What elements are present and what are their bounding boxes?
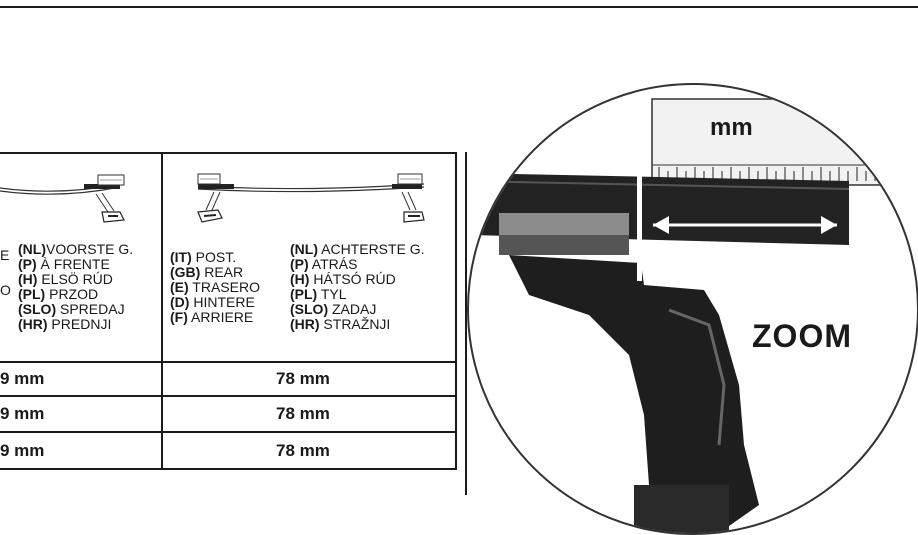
language-code: (E): [170, 279, 189, 295]
language-code: (HR): [18, 316, 48, 332]
language-code: (NL): [18, 241, 46, 257]
label-text: POST.: [191, 249, 237, 265]
rear-bar-diagram: [197, 173, 425, 223]
label-text: ATRÁS: [308, 256, 358, 272]
label-line: (H) ELSÖ RÚD: [18, 272, 133, 287]
table-row-divider: [0, 431, 457, 433]
front-edge-letter: E: [0, 247, 10, 263]
label-line: (HR) STRAŽNJI: [290, 317, 425, 332]
label-line: (P) ATRÁS: [290, 257, 425, 272]
language-code: (PL): [290, 286, 318, 302]
zoom-detail-illustration: [469, 98, 883, 533]
rear-distance-value: 78 mm: [276, 441, 330, 460]
label-text: ACHTERSTE G.: [318, 241, 425, 257]
front-bar-diagram: [0, 174, 125, 223]
rear-distance-value: 78 mm: [276, 369, 330, 388]
label-text: HINTERE: [189, 294, 255, 310]
language-code: (P): [290, 256, 309, 272]
label-text: ARRIERE: [187, 309, 254, 325]
label-text: PREDNJI: [47, 316, 112, 332]
label-line: (E) TRASERO: [170, 280, 260, 295]
front-distance-value: 9 mm: [0, 369, 45, 388]
language-code: (PL): [18, 286, 46, 302]
rear-distance-value: 78 mm: [276, 404, 330, 423]
language-code: (P): [18, 256, 37, 272]
label-line: (SLO) SPREDAJ: [18, 302, 133, 317]
table-outer-frame: [465, 152, 467, 495]
language-code: (H): [290, 271, 310, 287]
label-text: TRASERO: [188, 279, 260, 295]
zoom-label: ZOOM: [752, 318, 852, 354]
label-text: STRAŽNJI: [319, 316, 391, 332]
language-code: (SLO): [18, 301, 57, 317]
language-code: (F): [170, 309, 188, 325]
label-text: VOORSTE G.: [46, 241, 134, 257]
table-column-divider: [161, 152, 163, 470]
label-line: (PL) TYL: [290, 287, 425, 302]
language-code: (GB): [170, 264, 201, 280]
label-text: À FRENTE: [36, 256, 110, 272]
front-position-labels: (NL)VOORSTE G. (P) À FRENTE (H) ELSÖ RÚD…: [18, 242, 133, 332]
label-line: (F) ARRIERE: [170, 310, 260, 325]
label-line: (NL) ACHTERSTE G.: [290, 242, 425, 257]
label-line: (P) À FRENTE: [18, 257, 133, 272]
table-right-border: [455, 152, 457, 470]
label-text: PRZOD: [45, 286, 99, 302]
label-line: (SLO) ZADAJ: [290, 302, 425, 317]
front-distance-value: 9 mm: [0, 404, 45, 423]
language-code: (HR): [290, 316, 320, 332]
rear-position-labels-left: (IT) POST. (GB) REAR (E) TRASERO (D) HIN…: [170, 250, 260, 325]
zoom-callout: [467, 83, 918, 535]
label-text: ELSÖ RÚD: [37, 271, 113, 287]
label-text: REAR: [200, 264, 244, 280]
table-row-divider: [0, 361, 457, 363]
label-line: (D) HINTERE: [170, 295, 260, 310]
language-code: (IT): [170, 249, 192, 265]
label-line: (IT) POST.: [170, 250, 260, 265]
ruler-unit-label: mm: [710, 114, 753, 141]
label-text: ZADAJ: [328, 301, 377, 317]
table-bottom-border: [0, 468, 457, 470]
label-text: HÁTSÓ RÚD: [309, 271, 396, 287]
rear-position-labels-right: (NL) ACHTERSTE G. (P) ATRÁS (H) HÁTSÓ RÚ…: [290, 242, 425, 332]
label-text: TYL: [317, 286, 347, 302]
label-line: (H) HÁTSÓ RÚD: [290, 272, 425, 287]
label-line: (PL) PRZOD: [18, 287, 133, 302]
front-edge-letter: O: [0, 282, 11, 298]
language-code: (H): [18, 271, 38, 287]
label-line: (NL)VOORSTE G.: [18, 242, 133, 257]
label-text: SPREDAJ: [56, 301, 125, 317]
table-row-divider: [0, 395, 457, 397]
language-code: (NL): [290, 241, 318, 257]
label-line: (HR) PREDNJI: [18, 317, 133, 332]
label-line: (GB) REAR: [170, 265, 260, 280]
language-code: (SLO): [290, 301, 329, 317]
language-code: (D): [170, 294, 190, 310]
table-top-border: [0, 152, 457, 154]
top-rule: [0, 6, 918, 8]
front-distance-value: 9 mm: [0, 441, 45, 460]
